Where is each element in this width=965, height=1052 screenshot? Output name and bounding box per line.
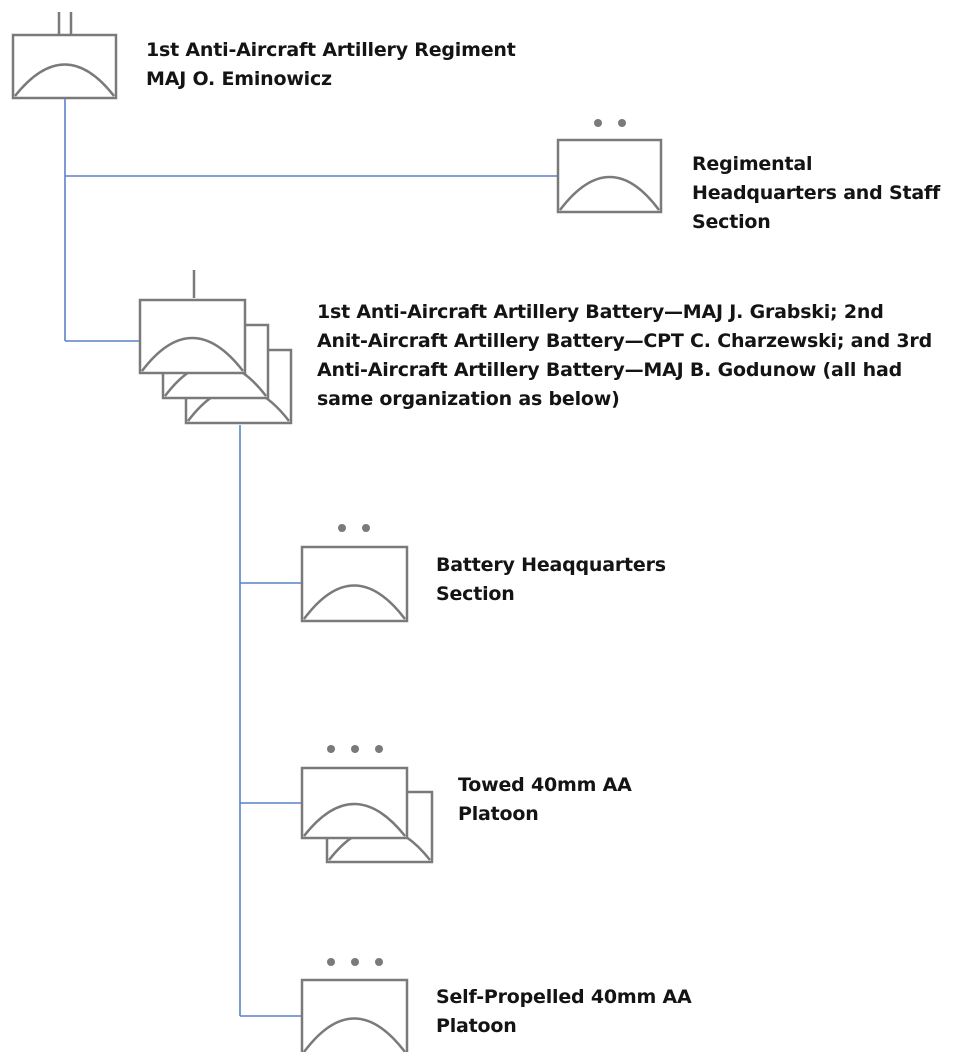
towed-platoon-label: Towed 40mm AA Platoon <box>458 771 632 829</box>
section-aa-unit-icon <box>300 524 409 623</box>
label-line: Platoon <box>458 803 539 825</box>
label-line: Battery Heaqquarters <box>436 554 666 576</box>
label-line: Platoon <box>436 1015 517 1037</box>
label-line: Self-Propelled 40mm AA <box>436 986 692 1008</box>
sp-platoon-label: Self-Propelled 40mm AA Platoon <box>436 983 692 1041</box>
label-line: Anti-Aircraft Artillery Battery—MAJ B. G… <box>317 359 903 381</box>
section-aa-unit-icon <box>556 119 663 214</box>
connector-lines <box>64 98 558 1017</box>
label-line: Headquarters and Staff <box>692 182 941 204</box>
platoon-aa-unit-stack-icon <box>300 745 434 864</box>
label-line: MAJ O. Eminowicz <box>146 68 332 90</box>
label-line: Section <box>436 583 515 605</box>
label-line: Regimental <box>692 153 813 175</box>
label-line: Section <box>692 211 771 233</box>
platoon-aa-unit-icon <box>300 958 409 1052</box>
label-line: same organization as below) <box>317 388 620 410</box>
label-line: Anit-Aircraft Artillery Battery—CPT C. C… <box>317 330 932 352</box>
battery-aa-unit-stack-icon <box>138 270 293 425</box>
label-line: 1st Anti-Aircraft Artillery Battery—MAJ … <box>317 301 884 323</box>
regiment-aa-unit-icon <box>11 12 118 100</box>
label-line: 1st Anti-Aircraft Artillery Regiment <box>146 39 516 61</box>
label-line: Towed 40mm AA <box>458 774 632 796</box>
batteries-label: 1st Anti-Aircraft Artillery Battery—MAJ … <box>317 298 932 414</box>
